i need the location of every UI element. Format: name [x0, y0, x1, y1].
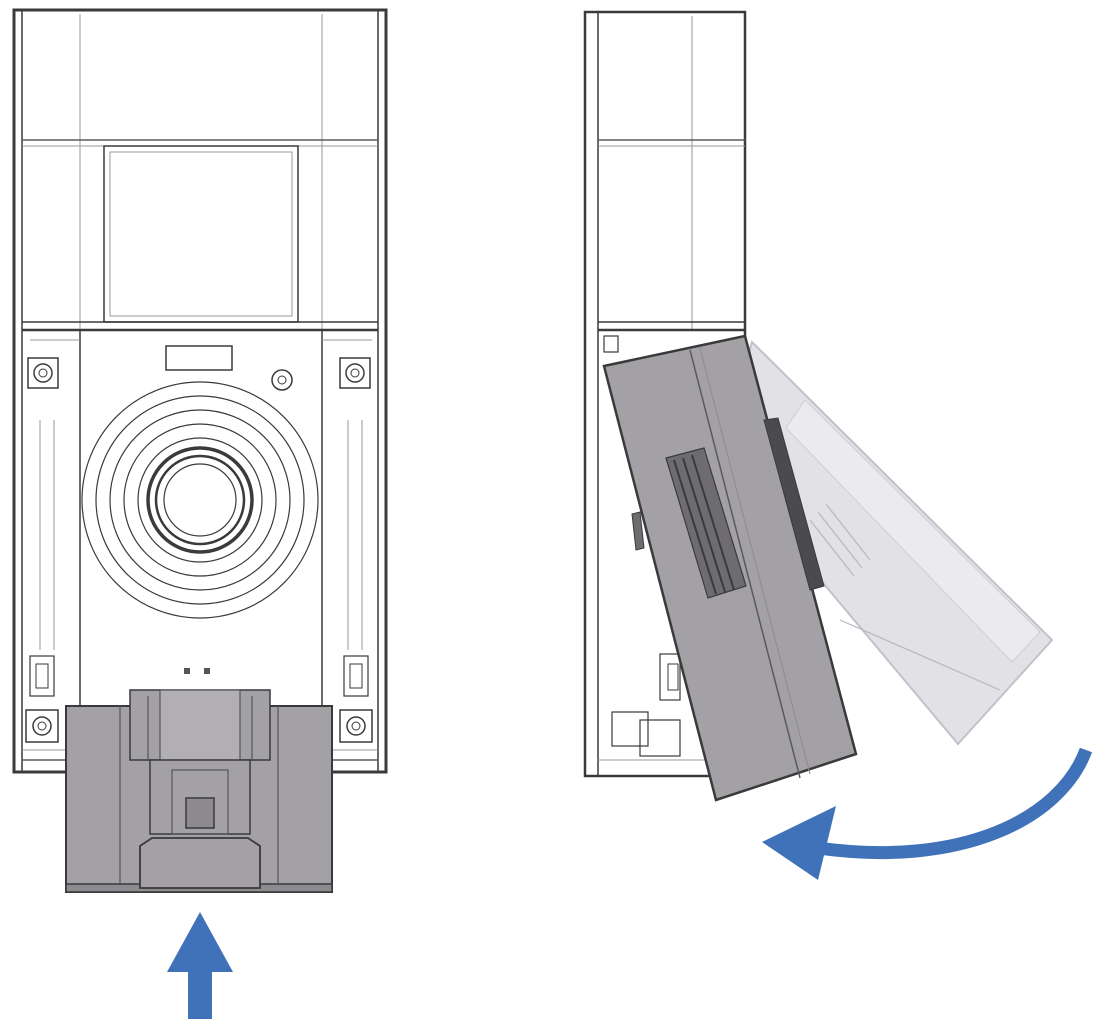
side-battery-unit [602, 334, 858, 802]
front-view-panel [12, 8, 388, 1019]
corner-screw-icon [339, 709, 373, 743]
front-battery-unit [65, 689, 333, 893]
up-arrow-icon [167, 912, 233, 1019]
small-screw-icon [271, 369, 293, 391]
indicator-slot [165, 345, 233, 371]
vent-grille-icon [665, 447, 747, 599]
front-housing [12, 8, 388, 774]
corner-screw-icon [25, 709, 59, 743]
side-view-panel [583, 10, 1093, 880]
corner-screw-icon [339, 357, 371, 389]
curved-arrow-icon [762, 747, 1093, 880]
corner-screw-icon [27, 357, 59, 389]
lock-cylinder-icon [81, 381, 319, 619]
latch-right [343, 655, 369, 697]
latch-left [29, 655, 55, 697]
